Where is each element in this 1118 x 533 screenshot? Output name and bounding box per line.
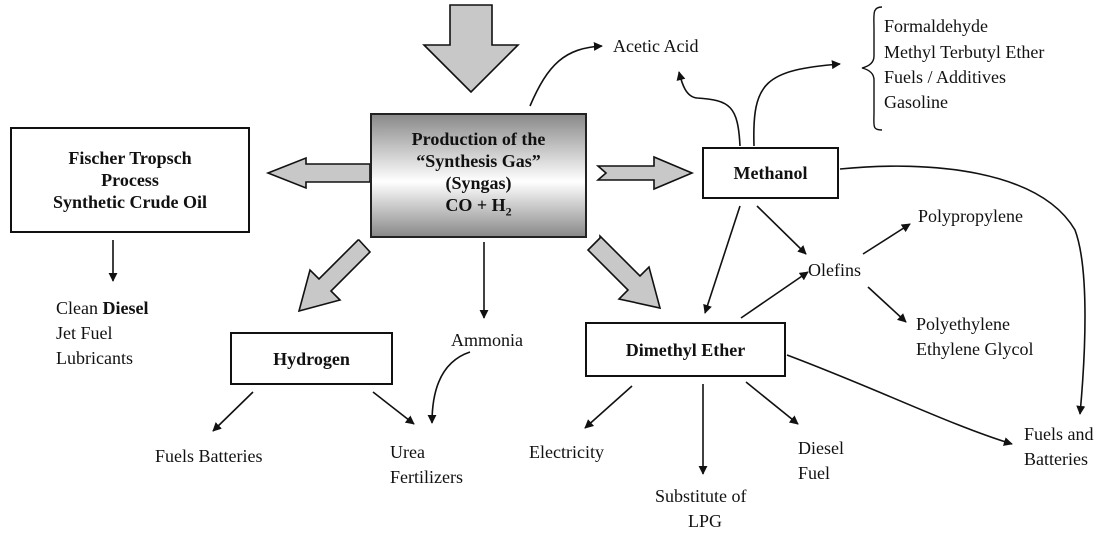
lubricants-label: Lubricants	[56, 348, 133, 368]
acetic-acid-label: Acetic Acid	[613, 36, 699, 56]
ethylene-glycol-label: Ethylene Glycol	[916, 339, 1034, 359]
batteries-label: Batteries	[1024, 449, 1088, 469]
block-arrow-to-methanol	[595, 155, 695, 191]
arrow-dme-to-fuels-batteries	[786, 354, 1013, 446]
substitute-of-label: Substitute of	[655, 486, 747, 506]
arrow-hydrogen-to-fuels	[212, 391, 254, 432]
syngas-line3: (Syngas)	[445, 173, 512, 194]
electricity-label: Electricity	[529, 442, 604, 462]
clean-diesel-label: Clean Diesel	[56, 297, 148, 319]
fuels-batteries-left-label: Fuels Batteries	[155, 446, 263, 466]
fischer-line2: Process	[101, 170, 159, 190]
block-arrow-to-fischer	[265, 156, 371, 190]
arrow-methanol-to-products	[753, 60, 841, 147]
arrow-syngas-to-acetic-acid	[529, 41, 603, 107]
diesel-fuel-line2: Fuel	[798, 463, 831, 483]
polypropylene-label: Polypropylene	[918, 206, 1023, 226]
arrow-olefins-to-polypropylene	[862, 223, 911, 255]
block-arrow-to-hydrogen	[297, 239, 372, 313]
fertilizers-label: Fertilizers	[390, 467, 463, 487]
diesel-fuel-line1: Diesel	[798, 438, 844, 458]
fischer-tropsch-box[interactable]: Fischer Tropsch Process Synthetic Crude …	[10, 127, 250, 233]
arrow-ammonia-to-urea	[427, 351, 471, 424]
methanol-box[interactable]: Methanol	[702, 147, 839, 199]
olefins-label: Olefins	[808, 260, 861, 280]
formaldehyde-label: Formaldehyde	[884, 16, 988, 36]
input-block-arrow	[422, 4, 520, 94]
hydrogen-label: Hydrogen	[273, 348, 350, 369]
ammonia-label: Ammonia	[451, 330, 523, 350]
arrow-olefins-to-polyethylene	[867, 286, 907, 323]
fuels-and-label: Fuels and	[1024, 424, 1094, 444]
arrow-hydrogen-to-urea	[372, 391, 415, 425]
products-brace	[861, 6, 883, 131]
gasoline-label: Gasoline	[884, 92, 948, 112]
block-arrow-to-dme	[586, 234, 662, 310]
arrow-dme-to-electricity	[584, 385, 633, 429]
fischer-line3: Synthetic Crude Oil	[52, 192, 207, 212]
lpg-label: LPG	[688, 511, 723, 531]
mtbe-label: Methyl Terbutyl Ether	[884, 42, 1045, 62]
fuels-additives-label: Fuels / Additives	[884, 67, 1007, 87]
syngas-line2: “Synthesis Gas”	[416, 151, 541, 172]
syngas-formula-prefix: CO + H	[445, 195, 506, 216]
arrow-methanol-to-dme	[703, 205, 741, 314]
dimethyl-ether-box[interactable]: Dimethyl Ether	[585, 322, 786, 377]
syngas-production-box[interactable]: Production of the “Synthesis Gas” (Synga…	[370, 113, 587, 238]
clean-text: Clean	[56, 298, 103, 318]
syngas-formula-subscript: 2	[505, 204, 512, 219]
arrow-methanol-to-fuels-batteries	[839, 165, 1086, 415]
hydrogen-box[interactable]: Hydrogen	[230, 332, 393, 385]
jet-fuel-label: Jet Fuel	[56, 323, 113, 343]
methanol-label: Methanol	[733, 163, 808, 183]
urea-label: Urea	[390, 442, 425, 462]
fischer-line1: Fischer Tropsch	[68, 148, 192, 168]
syngas-line1: Production of the	[411, 129, 546, 150]
dimethyl-ether-label: Dimethyl Ether	[625, 339, 746, 360]
arrow-methanol-to-olefins	[756, 205, 807, 255]
arrow-dme-to-diesel	[745, 381, 799, 425]
diesel-text: Diesel	[102, 298, 149, 318]
arrow-dme-to-olefins	[740, 271, 809, 319]
syngas-formula: CO + H2	[445, 194, 511, 223]
polyethylene-label: Polyethylene	[916, 314, 1010, 334]
arrow-methanol-to-acetic-acid	[676, 71, 741, 147]
